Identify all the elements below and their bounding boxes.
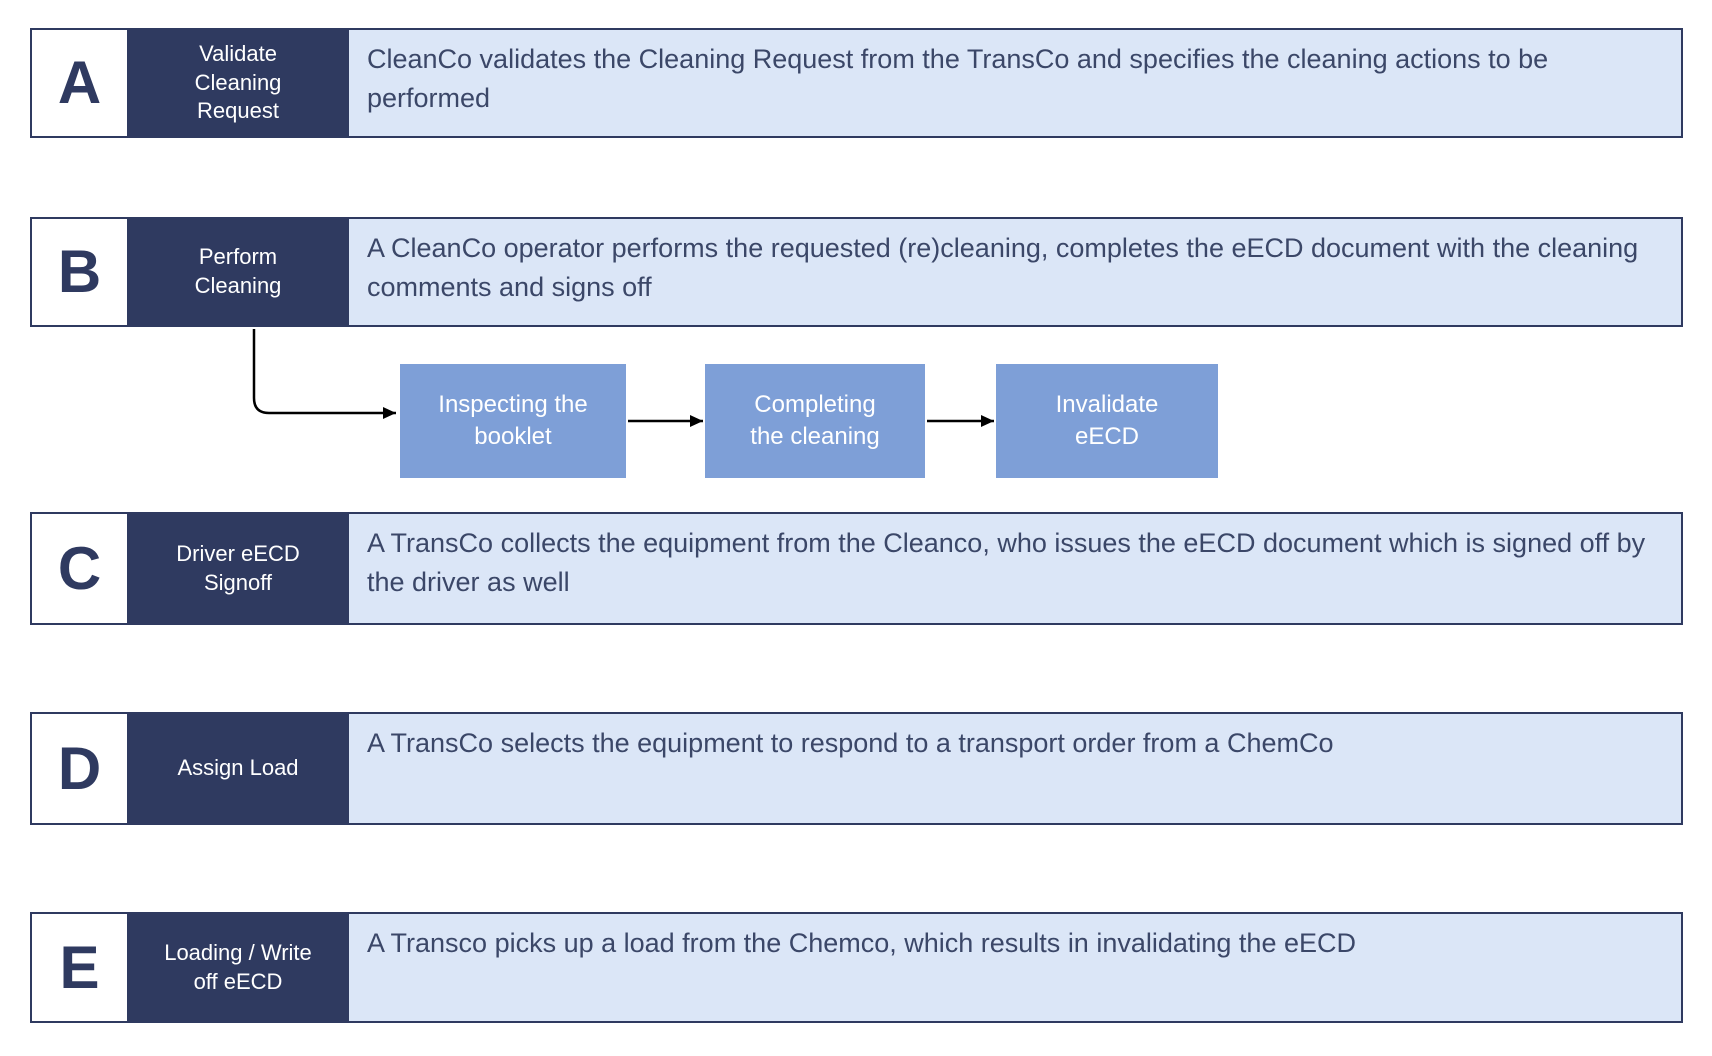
row-description: A Transco picks up a load from the Chemc… <box>367 928 1356 958</box>
row-title-cell: Loading / Write off eECD <box>127 914 349 1021</box>
row-description: CleanCo validates the Cleaning Request f… <box>367 44 1549 114</box>
subflow-step-invalidate-eecd: Invalidate eECD <box>996 364 1218 478</box>
row-title: Loading / Write off eECD <box>164 939 312 994</box>
subflow-step-inspecting-booklet: Inspecting the booklet <box>400 364 626 478</box>
row-letter-cell: D <box>32 714 127 823</box>
row-letter: A <box>57 49 102 116</box>
subflow-step-label: Invalidate eECD <box>1055 390 1159 450</box>
row-letter-cell: B <box>32 219 127 325</box>
process-row-b: B Perform Cleaning A CleanCo operator pe… <box>30 217 1683 327</box>
row-title: Perform Cleaning <box>194 244 282 298</box>
row-letter: D <box>57 734 102 802</box>
row-letter: B <box>57 238 102 305</box>
process-row-d: D Assign Load A TransCo selects the equi… <box>30 712 1683 825</box>
row-letter-cell: A <box>32 30 127 136</box>
row-letter: E <box>59 933 100 1001</box>
row-letter-cell: E <box>32 914 127 1021</box>
subflow-step-label: Completing the cleaning <box>750 390 880 450</box>
row-title: Driver eECD Signoff <box>176 540 300 595</box>
row-title-cell: Driver eECD Signoff <box>127 514 349 623</box>
row-letter: C <box>57 534 102 602</box>
process-row-a: A Validate Cleaning Request CleanCo vali… <box>30 28 1683 138</box>
row-title-cell: Validate Cleaning Request <box>127 30 349 136</box>
connector-b-to-step1 <box>252 329 396 419</box>
row-description: A TransCo selects the equipment to respo… <box>367 728 1334 758</box>
subflow-step-completing-cleaning: Completing the cleaning <box>705 364 925 478</box>
row-title-cell: Perform Cleaning <box>127 219 349 325</box>
row-title: Assign Load <box>177 755 299 781</box>
row-title: Validate Cleaning Request <box>194 41 282 124</box>
process-row-e: E Loading / Write off eECD A Transco pic… <box>30 912 1683 1023</box>
subflow-step-label: Inspecting the booklet <box>438 390 588 450</box>
process-row-c: C Driver eECD Signoff A TransCo collects… <box>30 512 1683 625</box>
row-title-cell: Assign Load <box>127 714 349 823</box>
row-letter-cell: C <box>32 514 127 623</box>
row-description: A CleanCo operator performs the requeste… <box>367 233 1639 303</box>
row-description: A TransCo collects the equipment from th… <box>367 528 1646 598</box>
